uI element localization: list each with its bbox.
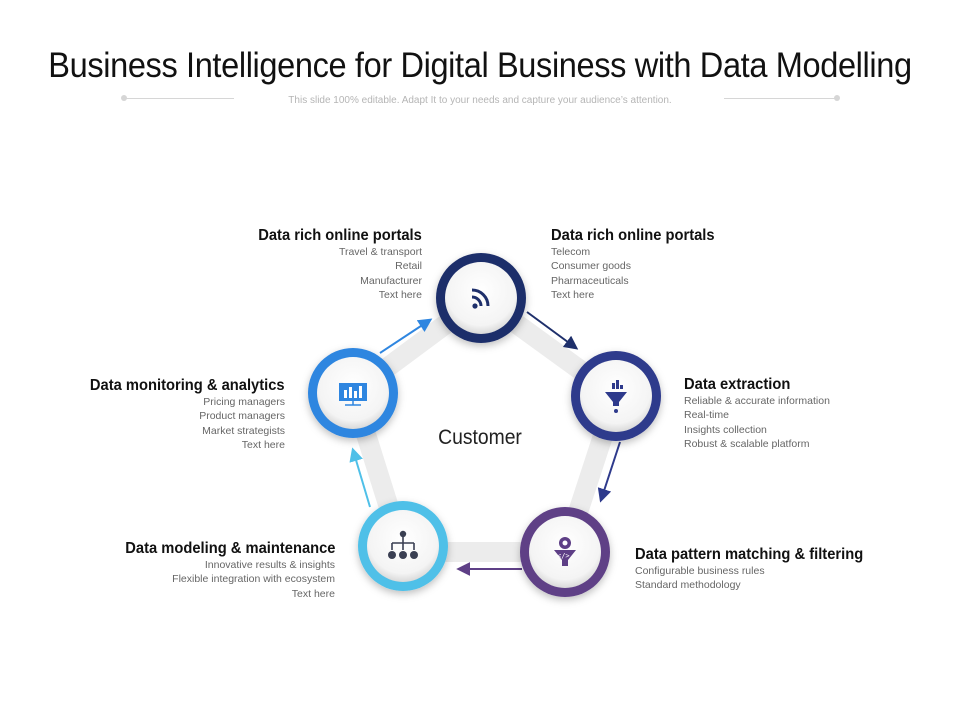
node-line: Pricing managers [203, 396, 285, 408]
node-line: Flexible integration with ecosystem [172, 573, 335, 586]
node-circle-portals [436, 253, 526, 343]
node-line: Pharmaceuticals [551, 274, 629, 287]
node-title: Data modeling & maintenance [124, 540, 335, 557]
node-title: Data extraction [684, 376, 791, 393]
subtitle-rule-right-dot [834, 95, 840, 101]
node-label-portals-right: Data rich online portals Telecom Consume… [551, 227, 851, 302]
node-label-monitoring: Data monitoring & analytics Pricing mana… [0, 377, 285, 452]
chart-funnel-icon [605, 380, 627, 413]
node-line: Insights collection [684, 423, 767, 436]
svg-text:</>: </> [557, 552, 570, 560]
node-line: Standard methodology [635, 579, 741, 592]
subtitle-rule-left [124, 98, 234, 99]
hierarchy-icon [388, 530, 418, 559]
rss-feed-icon [471, 288, 490, 309]
node-title: Data monitoring & analytics [90, 377, 285, 394]
slide-title: Business Intelligence for Digital Busine… [48, 46, 912, 85]
arrow-monitoring-to-portals [379, 318, 433, 354]
node-line: Text here [291, 587, 335, 600]
arrow-portals-to-extraction [526, 311, 579, 350]
node-line: Innovative results & insights [204, 559, 335, 571]
subtitle-rule-right [724, 98, 836, 99]
node-line: Reliable & accurate information [684, 395, 830, 407]
node-label-extraction: Data extraction Reliable & accurate info… [684, 376, 960, 451]
node-line: Text here [551, 288, 595, 301]
node-line: Telecom [551, 246, 591, 258]
center-label-customer: Customer [438, 426, 522, 449]
node-line: Real-time [684, 409, 729, 422]
node-line: Product managers [199, 410, 285, 423]
gear-funnel-icon: </> [554, 537, 576, 566]
node-label-portals-left: Data rich online portals Travel & transp… [122, 227, 422, 302]
node-line: Consumer goods [551, 260, 631, 273]
node-line: Configurable business rules [635, 565, 765, 577]
arrow-modeling-to-monitoring [349, 447, 371, 508]
node-label-modeling: Data modeling & maintenance Innovative r… [35, 540, 335, 601]
node-line: Text here [378, 288, 422, 301]
node-label-filtering: Data pattern matching & filtering Config… [635, 546, 935, 593]
node-line: Market strategists [202, 424, 285, 437]
node-line: Manufacturer [360, 274, 422, 287]
node-line: Robust & scalable platform [684, 437, 810, 450]
arrow-extraction-to-filtering [597, 441, 621, 503]
node-title: Data pattern matching & filtering [635, 546, 864, 563]
node-line: Travel & transport [338, 246, 422, 258]
node-line: Retail [395, 260, 422, 273]
slide-subtitle: This slide 100% editable. Adapt It to yo… [288, 95, 672, 106]
node-line: Text here [241, 438, 285, 451]
node-title: Data rich online portals [258, 227, 422, 244]
node-title: Data rich online portals [551, 227, 715, 244]
presentation-board-icon [339, 383, 367, 406]
